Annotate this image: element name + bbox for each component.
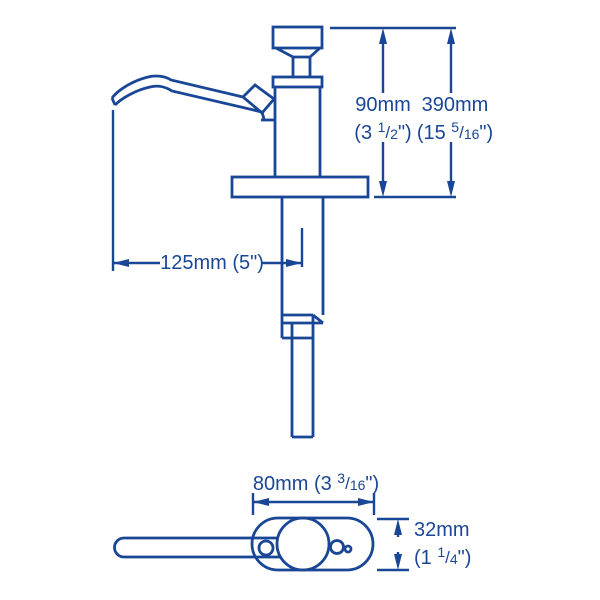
dim-390mm-imperial: (15 5/16") bbox=[416, 119, 494, 144]
dim-125-arrow-right bbox=[286, 259, 302, 267]
dim-32mm-imperial: (1 1/4") bbox=[414, 544, 472, 569]
base-outline bbox=[250, 516, 375, 572]
dim-32mm-metric: 32mm bbox=[414, 519, 470, 541]
piston-stem bbox=[291, 57, 312, 77]
dim-32-extension-lines bbox=[377, 517, 409, 572]
spout-lower-edge bbox=[114, 84, 266, 120]
mounting-flange bbox=[230, 175, 370, 199]
knob-outline bbox=[271, 25, 324, 50]
dim-80mm-label: 80mm (3 3/16") bbox=[252, 470, 380, 495]
dim-125-arrow-left bbox=[113, 259, 129, 267]
body-cap bbox=[271, 75, 324, 89]
pump-side-view bbox=[110, 25, 370, 439]
dim-32-arrow-down bbox=[394, 554, 402, 570]
pump-top-view bbox=[113, 516, 375, 572]
lever-handle bbox=[113, 536, 280, 559]
dim-390-arrow-up bbox=[447, 28, 455, 44]
suction-tube bbox=[290, 315, 315, 439]
dim-80-arrow-left bbox=[253, 498, 269, 506]
dim-390-arrow-down bbox=[447, 181, 455, 197]
outlet-circle bbox=[329, 539, 345, 555]
dim-32-arrow-up bbox=[394, 519, 402, 535]
screw-circle bbox=[343, 544, 353, 554]
piston-circle bbox=[275, 516, 331, 572]
pump-body bbox=[273, 87, 322, 177]
spout-upper-edge bbox=[110, 74, 244, 99]
dim-125mm-label: 125mm (5") bbox=[152, 252, 272, 274]
dim-90mm-imperial: (3 1/2") bbox=[354, 119, 412, 144]
handle-pivot-circle bbox=[257, 539, 275, 557]
dim-90-arrow-down bbox=[379, 181, 387, 197]
spout-hinge-joint bbox=[240, 83, 277, 115]
dim-390mm-metric: 390mm bbox=[421, 94, 489, 116]
side-view-dimensions bbox=[111, 26, 456, 271]
knob-neck bbox=[275, 46, 321, 59]
cylinder-step bbox=[282, 313, 324, 340]
dim-80-extension-lines bbox=[251, 493, 376, 515]
dim-90mm-label: 90mm (3 1/2") bbox=[327, 94, 439, 145]
dim-32mm-label: 32mm (1 1/4") bbox=[414, 519, 494, 570]
top-view-dimensions bbox=[251, 493, 409, 572]
dim-390mm-label: 390mm (15 5/16") bbox=[399, 94, 511, 145]
dim-125mm-text: 125mm (5") bbox=[160, 252, 264, 274]
dim-90-arrow-up bbox=[379, 28, 387, 44]
spout-tip bbox=[110, 97, 117, 106]
dim-90mm-metric: 90mm bbox=[355, 94, 411, 116]
dim-80-arrow-right bbox=[358, 498, 374, 506]
